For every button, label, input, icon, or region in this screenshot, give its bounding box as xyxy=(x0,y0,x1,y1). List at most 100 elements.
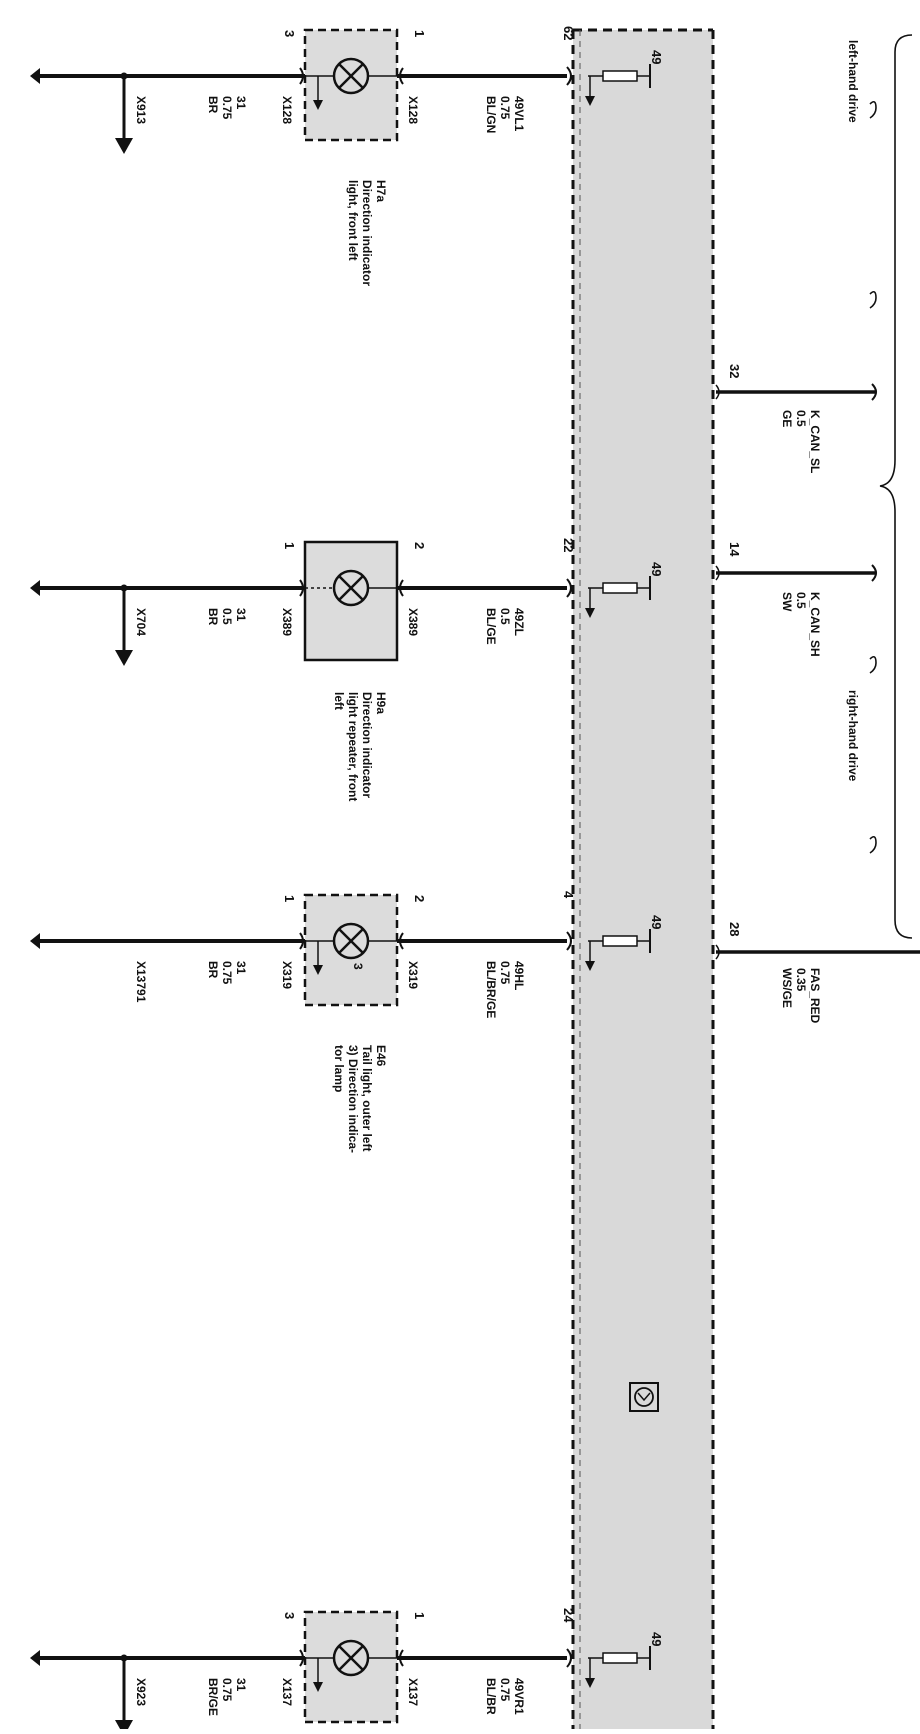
circuit-1-ground-label-line: BR xyxy=(206,96,220,114)
circuit-1-connector-right: X128 xyxy=(406,96,420,125)
circuit-4-wire-end-icon xyxy=(30,1650,40,1666)
circuit-1-lamp-pin-right: 1 xyxy=(412,30,427,38)
bus-size: 0.5 xyxy=(794,410,808,427)
circuit-2-signal-label-line: BL/GE xyxy=(484,608,498,645)
circuit-4-lamp-pin-right: 1 xyxy=(412,1612,427,1620)
legend-tick-icon xyxy=(869,835,877,854)
module-symbol-mark xyxy=(637,1392,651,1402)
bus-label-fas-red: FAS_RED 0.35 WS/GE xyxy=(780,968,822,1023)
legend-bracket xyxy=(879,34,913,939)
bus-size: 0.5 xyxy=(794,592,808,609)
bus-wire-fas-red-contact xyxy=(715,944,720,960)
circuit-1-lamp-cross-b xyxy=(338,63,364,89)
circuit-3-signal-label-line: 0.75 xyxy=(498,961,512,985)
circuit-4-internal-resistor xyxy=(602,1652,638,1664)
circuit-3-ground-label-line: 31 xyxy=(234,961,248,975)
bus-wire-k-can-sh-contact xyxy=(715,565,720,581)
circuit-2-lamp-pin-right: 2 xyxy=(412,542,427,550)
circuit-3-component-label-line: tor lamp xyxy=(332,1045,346,1093)
circuit-2-component-label-line: Direction indicator xyxy=(360,692,374,799)
bus-label-k-can-sl: K_CAN_SL 0.5 GE xyxy=(780,410,822,473)
circuit-2-ground-label-line: 0.5 xyxy=(220,608,234,625)
legend-right-hand-drive: right-hand drive xyxy=(846,690,860,782)
circuit-1-ground-arrow-icon xyxy=(115,138,133,154)
legend-tick-icon xyxy=(869,290,877,309)
bus-size: 0.35 xyxy=(794,968,808,992)
circuit-2-component-label-line: light repeater, front xyxy=(346,692,360,802)
circuit-2-signal-label-line: 0.5 xyxy=(498,608,512,625)
bus-wire-k-can-sl-contact xyxy=(715,384,720,400)
circuit-4-ground-point: X923 xyxy=(134,1678,148,1707)
circuit-3-component-label-line: E46 xyxy=(374,1045,388,1067)
circuit-1-ground-label-line: 0.75 xyxy=(220,96,234,120)
circuit-1-module-contact xyxy=(566,66,572,86)
circuit-3-internal-resistor xyxy=(602,935,638,947)
circuit-2-connector-right: X389 xyxy=(406,608,420,637)
circuit-2-lamp-pin-left: 1 xyxy=(282,542,297,550)
circuit-1-component-label-line: Direction indicator xyxy=(360,180,374,287)
circuit-2-signal-label-line: 49ZL xyxy=(512,608,526,637)
circuit-3-internal-ground-icon xyxy=(585,961,595,971)
circuit-3-wire-end-icon xyxy=(30,933,40,949)
bus-pin-k-can-sh: 14 xyxy=(727,542,742,557)
bus-label-k-can-sh: K_CAN_SH 0.5 SW xyxy=(780,592,822,657)
circuit-1-ground-tag: 49 xyxy=(649,50,664,65)
module-symbol-box xyxy=(629,1382,659,1412)
circuit-1-wire-end-icon xyxy=(30,68,40,84)
circuit-2-component-label-line: H9a xyxy=(374,692,388,715)
circuit-2-internal-ground-icon xyxy=(585,608,595,618)
circuit-2-connector-left: X389 xyxy=(280,608,294,637)
circuit-3-ground-tag: 49 xyxy=(649,915,664,930)
circuit-1-ground-label-line: 31 xyxy=(234,96,248,110)
circuit-3-lamp-pin-right: 2 xyxy=(412,895,427,903)
circuit-1-signal-label-line: BL/GN xyxy=(484,96,498,134)
circuit-1-internal-resistor xyxy=(602,70,638,82)
circuit-4-signal-label-line: 49VR1 xyxy=(512,1678,526,1715)
circuit-3-lamp-pin-left: 1 xyxy=(282,895,297,903)
circuit-4-lamp-cross-b xyxy=(338,1645,364,1671)
bus-color: GE xyxy=(780,410,794,428)
bus-wire-k-can-sh-end xyxy=(871,564,877,582)
circuit-1-signal-label-line: 49VL1 xyxy=(512,96,526,132)
circuit-3-component-label-line: Tail light, outer left xyxy=(360,1045,374,1152)
circuit-4-module-contact xyxy=(566,1648,572,1668)
circuit-4-ground-label-line: 0.75 xyxy=(220,1678,234,1702)
circuit-2-wire-end-icon xyxy=(30,580,40,596)
circuit-4-connector-left: X137 xyxy=(280,1678,294,1707)
bus-name: K_CAN_SL xyxy=(808,410,822,474)
circuit-3-ground-point: X13791 xyxy=(134,961,148,1003)
circuit-3-signal-label-line: BL/BR/GE xyxy=(484,961,498,1019)
circuit-1-component-label-line: light, front left xyxy=(346,180,360,261)
circuit-3-lamp-ground-icon xyxy=(313,965,323,975)
bus-wire-k-can-sl-end xyxy=(871,383,877,401)
legend-tick-icon xyxy=(869,655,877,674)
circuit-3-component-label-line: 3) Direction indica- xyxy=(346,1045,360,1154)
circuit-3-ground-label-line: BR xyxy=(206,961,220,979)
circuit-1-conn-left xyxy=(299,67,304,85)
circuit-4-conn-left xyxy=(299,1649,304,1667)
circuit-3-lamp-sub-label: 3 xyxy=(351,963,365,970)
circuit-2-component-label-line: left xyxy=(332,692,346,710)
circuit-1-internal-ground-icon xyxy=(585,96,595,106)
circuit-1-component-label-line: H7a xyxy=(374,180,388,203)
circuit-3-lamp-cross-b xyxy=(338,928,364,954)
circuit-1-ground-point: X913 xyxy=(134,96,148,125)
circuit-3-module-contact xyxy=(566,931,572,951)
bus-name: K_CAN_SH xyxy=(808,592,822,657)
circuit-2-internal-resistor xyxy=(602,582,638,594)
circuit-2-module-contact xyxy=(566,578,572,598)
circuit-2-ground-point: X704 xyxy=(134,608,148,637)
circuit-2-lamp-cross-b xyxy=(338,575,364,601)
circuit-1-lamp-pin-left: 3 xyxy=(282,30,297,38)
circuit-3-connector-right: X319 xyxy=(406,961,420,990)
